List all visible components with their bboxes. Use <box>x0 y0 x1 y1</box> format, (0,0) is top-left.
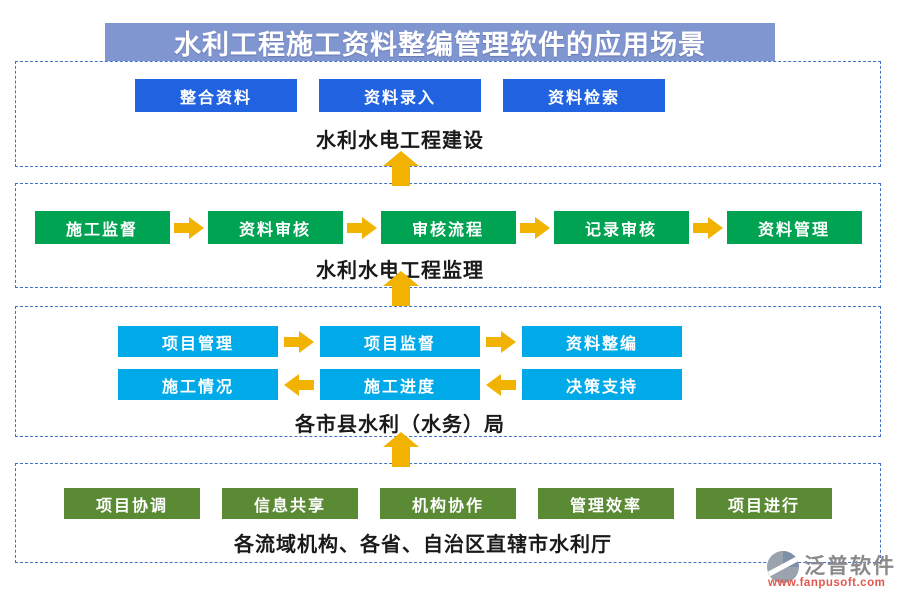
node-integrate-data[interactable]: 整合资料 <box>135 79 297 112</box>
node-data-review[interactable]: 资料审核 <box>207 211 343 244</box>
bureau-row-bottom: 施工情况 施工进度 决策支持 <box>16 369 784 400</box>
right-arrow-icon <box>692 216 723 239</box>
node-project-execution[interactable]: 项目进行 <box>696 488 832 519</box>
node-data-retrieval[interactable]: 资料检索 <box>503 79 665 112</box>
page-title: 水利工程施工资料整编管理软件的应用场景 <box>105 23 775 61</box>
vendor-name: 泛普软件 <box>804 554 896 578</box>
flow-up-arrow-icon <box>383 271 419 306</box>
node-record-review[interactable]: 记录审核 <box>553 211 689 244</box>
node-data-entry[interactable]: 资料录入 <box>319 79 481 112</box>
bureau-row-top: 项目管理 项目监督 资料整编 <box>16 326 784 357</box>
vendor-website-link[interactable]: www.fanpusoft.com <box>768 577 886 589</box>
node-construction-supervision[interactable]: 施工监督 <box>34 211 170 244</box>
section-construction-unit: 整合资料 资料录入 资料检索 水利水电工程建设 <box>15 61 881 167</box>
node-decision-support[interactable]: 决策支持 <box>522 369 682 400</box>
section-label-water-bureau: 各市县水利（水务）局 <box>295 414 505 436</box>
left-arrow-icon <box>284 373 314 396</box>
node-management-efficiency[interactable]: 管理效率 <box>538 488 674 519</box>
flow-up-arrow-icon <box>383 432 419 467</box>
node-data-compilation[interactable]: 资料整编 <box>522 326 682 357</box>
section-label-construction-unit: 水利水电工程建设 <box>316 130 484 152</box>
section-water-ministry: 项目协调 信息共享 机构协作 管理效率 项目进行 各流域机构、各省、自治区直辖市… <box>15 463 881 563</box>
node-review-process[interactable]: 审核流程 <box>380 211 516 244</box>
node-information-sharing[interactable]: 信息共享 <box>222 488 358 519</box>
right-arrow-icon <box>519 216 550 239</box>
node-construction-progress[interactable]: 施工进度 <box>320 369 480 400</box>
ministry-button-row: 项目协调 信息共享 机构协作 管理效率 项目进行 <box>16 488 880 519</box>
vendor-logo[interactable]: 泛普软件 www.fanpusoft.com <box>766 549 896 595</box>
supervision-button-row: 施工监督 资料审核 审核流程 记录审核 资料管理 <box>16 211 880 244</box>
node-construction-status[interactable]: 施工情况 <box>118 369 278 400</box>
right-arrow-icon <box>486 330 516 353</box>
section-water-bureau: 项目管理 项目监督 资料整编 施工情况 施工进度 决策支持 各市县水利（水务）局 <box>15 306 881 437</box>
node-data-management[interactable]: 资料管理 <box>726 211 862 244</box>
node-project-coordination[interactable]: 项目协调 <box>64 488 200 519</box>
right-arrow-icon <box>346 216 377 239</box>
section-supervision-unit: 施工监督 资料审核 审核流程 记录审核 资料管理 水利水电工程监理 <box>15 183 881 288</box>
flow-up-arrow-icon <box>383 151 419 186</box>
node-project-management[interactable]: 项目管理 <box>118 326 278 357</box>
right-arrow-icon <box>173 216 204 239</box>
node-agency-collaboration[interactable]: 机构协作 <box>380 488 516 519</box>
node-project-supervision[interactable]: 项目监督 <box>320 326 480 357</box>
right-arrow-icon <box>284 330 314 353</box>
section-label-water-ministry: 各流域机构、各省、自治区直辖市水利厅 <box>234 534 612 556</box>
section-label-supervision-unit: 水利水电工程监理 <box>316 260 484 282</box>
fanpu-logo-icon <box>767 551 799 583</box>
left-arrow-icon <box>486 373 516 396</box>
construction-button-row: 整合资料 资料录入 资料检索 <box>16 79 784 112</box>
